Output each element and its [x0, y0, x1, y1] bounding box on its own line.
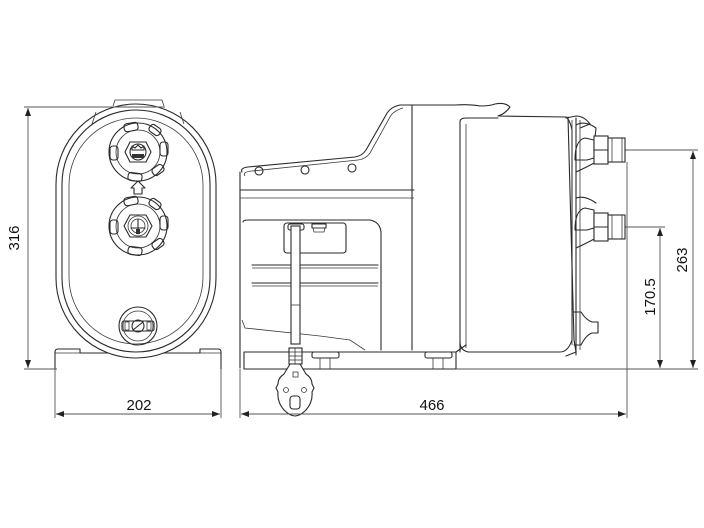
- dimension-316: 316: [6, 106, 165, 370]
- dimension-170-5-label: 170.5: [642, 278, 659, 316]
- outlet-port-side: [574, 122, 627, 173]
- dimension-466: 466: [239, 162, 628, 418]
- front-view: [54, 99, 222, 370]
- side-view: [239, 102, 627, 417]
- housing-inner: [68, 117, 204, 345]
- dimension-466-label: 466: [419, 397, 444, 414]
- dimension-263: 263: [626, 149, 698, 368]
- dimension-170-5: 170.5: [626, 226, 665, 368]
- drain-plug-side: [573, 311, 599, 346]
- inlet-port-front: [108, 195, 169, 257]
- drain-plug-front: [118, 306, 158, 346]
- dimension-263-label: 263: [674, 247, 691, 272]
- power-cable: [288, 225, 303, 365]
- housing-rim: [61, 109, 211, 353]
- dimension-202-label: 202: [126, 397, 151, 414]
- top-handle: [112, 99, 165, 107]
- dimension-316-label: 316: [6, 225, 23, 250]
- side-base: [243, 344, 467, 370]
- inlet-port-side: [574, 196, 627, 249]
- dimension-202: 202: [54, 369, 222, 418]
- outlet-port-front: [108, 121, 169, 183]
- flow-arrow-icon: [130, 180, 146, 195]
- foot-left: [311, 351, 340, 369]
- foot-right: [424, 351, 453, 369]
- power-plug-icon: [275, 363, 315, 417]
